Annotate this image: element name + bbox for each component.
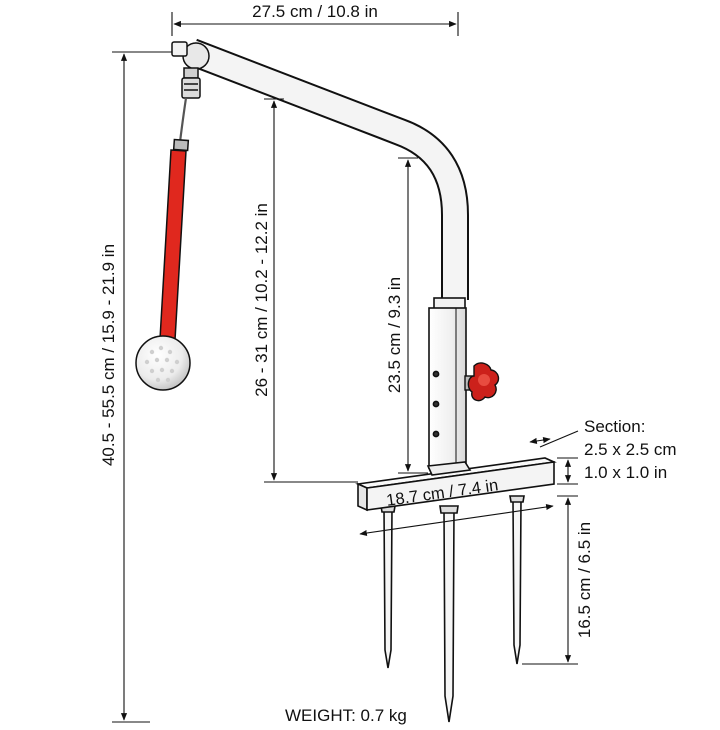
spike-center — [443, 509, 455, 723]
arm-drop-label: 26 - 31 cm / 10.2 - 12.2 in — [252, 203, 271, 397]
spike-length-label: 16.5 cm / 6.5 in — [575, 522, 594, 638]
swivel-joint — [171, 41, 210, 143]
post-hole — [432, 370, 440, 378]
post-hole — [432, 400, 440, 408]
top-width-label: 27.5 cm / 10.8 in — [252, 2, 378, 21]
base-bar — [355, 457, 557, 512]
adjust-knob — [464, 362, 500, 402]
section-title: Section: — [584, 417, 645, 436]
swing-rod — [159, 138, 190, 341]
section-imperial: 1.0 x 1.0 in — [584, 463, 667, 482]
vertical-post — [428, 297, 467, 469]
post-height-label: 23.5 cm / 9.3 in — [385, 277, 404, 393]
dimension-lines — [112, 12, 579, 723]
post-hole — [432, 430, 440, 438]
spike-left — [383, 507, 393, 669]
section-metric: 2.5 x 2.5 cm — [584, 440, 677, 459]
curved-arm — [186, 38, 469, 300]
total-height-label: 40.5 - 55.5 cm / 15.9 - 21.9 in — [99, 244, 118, 466]
spikes — [380, 495, 525, 723]
spike-right — [512, 499, 522, 665]
weight-label: WEIGHT: 0.7 kg — [285, 706, 407, 725]
golf-ball — [135, 335, 191, 391]
